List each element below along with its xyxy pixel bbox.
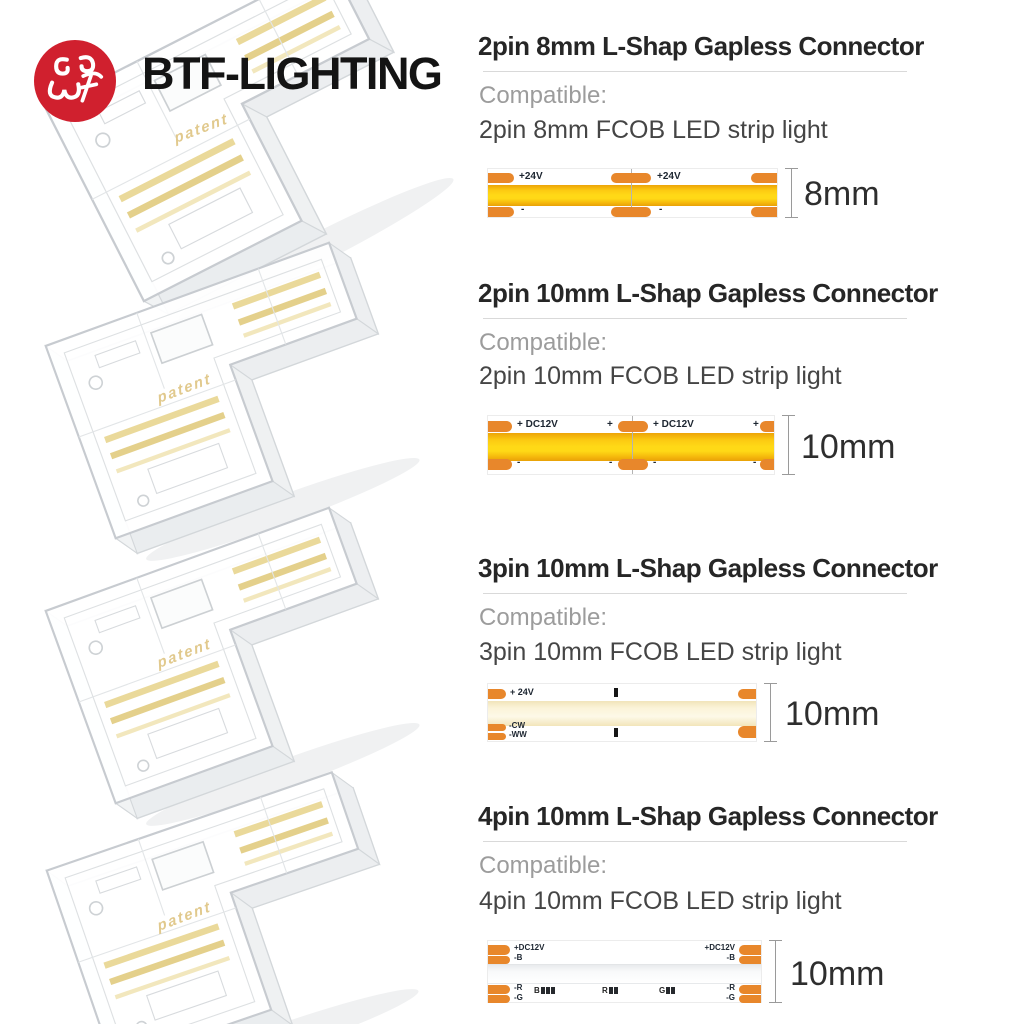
section1-title: 2pin 8mm L-Shap Gapless Connector	[478, 31, 924, 61]
strip-width-label: 10mm	[790, 955, 885, 993]
divider	[483, 71, 907, 72]
pad-label: -R	[726, 983, 735, 992]
strip-width-label: 10mm	[801, 428, 896, 466]
led-cob-band	[488, 964, 761, 984]
measure-cap	[785, 168, 798, 169]
section3-compatible-item: 3pin 10mm FCOB LED strip light	[479, 638, 842, 666]
section3-compatible-label: Compatible:	[479, 604, 608, 631]
pad-label: +	[753, 419, 759, 430]
pad-label: +24V	[519, 171, 543, 182]
strip-width-label: 8mm	[804, 175, 880, 213]
measure-cap	[782, 474, 795, 475]
section3-title: 3pin 10mm L-Shap Gapless Connector	[478, 553, 938, 583]
section2-compatible-label: Compatible:	[479, 329, 608, 356]
led-cob-band	[488, 433, 774, 461]
solder-pad	[488, 173, 514, 183]
solder-pad	[611, 173, 651, 183]
divider	[483, 841, 907, 842]
led-cob-band	[488, 185, 777, 206]
section1-compatible-item: 2pin 8mm FCOB LED strip light	[479, 116, 828, 144]
solder-pad	[611, 207, 651, 217]
solder-pad	[739, 995, 761, 1003]
solder-pad	[488, 733, 506, 740]
pad-label: -R	[514, 983, 523, 992]
strip-width-label: 10mm	[785, 695, 880, 733]
pad-label: -G	[726, 993, 735, 1002]
chip-mark	[614, 688, 618, 697]
divider	[483, 593, 907, 594]
pad-label: -	[517, 457, 521, 468]
rgb-chip-group: B	[534, 986, 555, 995]
led-strip-rgb-10mm: +DC12V -B +DC12V -B -R -G -R -G B R G	[487, 940, 762, 1003]
measure-cap	[769, 1002, 782, 1003]
pad-label: + 24V	[510, 687, 534, 697]
measure-cap	[782, 415, 795, 416]
led-strip-10mm: + DC12V + + DC12V + - - - -	[487, 415, 775, 475]
rgb-chip-group: G	[659, 986, 676, 995]
pad-label: -	[521, 204, 525, 215]
measure-cap	[785, 217, 798, 218]
solder-pad	[738, 689, 756, 699]
pad-label: -CW	[509, 721, 525, 730]
solder-pad	[488, 689, 506, 699]
cut-line	[631, 169, 632, 217]
divider	[483, 318, 907, 319]
section2-title: 2pin 10mm L-Shap Gapless Connector	[478, 278, 938, 308]
solder-pad	[760, 459, 774, 470]
solder-pad	[488, 421, 512, 432]
solder-pad	[751, 173, 777, 183]
measure-cap	[764, 683, 777, 684]
solder-pad	[738, 726, 756, 738]
solder-pad	[618, 459, 648, 470]
measure-line	[770, 683, 771, 742]
pad-label: + DC12V	[517, 419, 558, 430]
pad-label: +DC12V	[514, 943, 545, 952]
section4-title: 4pin 10mm L-Shap Gapless Connector	[478, 801, 938, 831]
pad-label: -WW	[509, 730, 527, 739]
pad-label: +DC12V	[704, 943, 735, 952]
solder-pad	[488, 459, 512, 470]
section4-compatible-label: Compatible:	[479, 852, 608, 879]
solder-pad	[751, 207, 777, 217]
pad-label: -	[659, 204, 663, 215]
chip-mark	[614, 728, 618, 737]
led-cob-band	[488, 701, 756, 726]
solder-pad	[760, 421, 774, 432]
pad-label: + DC12V	[653, 419, 694, 430]
pad-label: -	[753, 457, 757, 468]
pad-label: -B	[726, 953, 735, 962]
led-strip-cct-10mm: + 24V -CW -WW	[487, 683, 757, 742]
pad-label: +24V	[657, 171, 681, 182]
measure-line	[788, 415, 789, 475]
solder-pad	[488, 207, 514, 217]
pad-label: +	[607, 419, 613, 430]
solder-pad	[739, 985, 761, 994]
solder-pad	[488, 995, 510, 1003]
section4-compatible-item: 4pin 10mm FCOB LED strip light	[479, 887, 842, 915]
btf-logo-icon	[34, 40, 116, 122]
cut-line	[632, 416, 633, 474]
measure-line	[775, 940, 776, 1003]
measure-line	[791, 168, 792, 218]
solder-pad	[739, 945, 761, 955]
section2-compatible-item: 2pin 10mm FCOB LED strip light	[479, 362, 842, 390]
measure-cap	[764, 741, 777, 742]
connector-photo-4pin-10mm: patent	[38, 766, 438, 1024]
pad-label: -G	[514, 993, 523, 1002]
section1-compatible-label: Compatible:	[479, 82, 608, 109]
rgb-chip-group: R	[602, 986, 618, 995]
pad-label: -	[653, 457, 657, 468]
led-strip-8mm: +24V +24V - -	[487, 168, 778, 218]
pad-label: -B	[514, 953, 523, 962]
solder-pad	[488, 945, 510, 955]
solder-pad	[739, 956, 761, 964]
solder-pad	[488, 985, 510, 994]
pad-label: -	[609, 457, 613, 468]
solder-pad	[488, 724, 506, 731]
solder-pad	[488, 956, 510, 964]
solder-pad	[618, 421, 648, 432]
measure-cap	[769, 940, 782, 941]
brand-name: BTF-LIGHTING	[142, 48, 443, 99]
